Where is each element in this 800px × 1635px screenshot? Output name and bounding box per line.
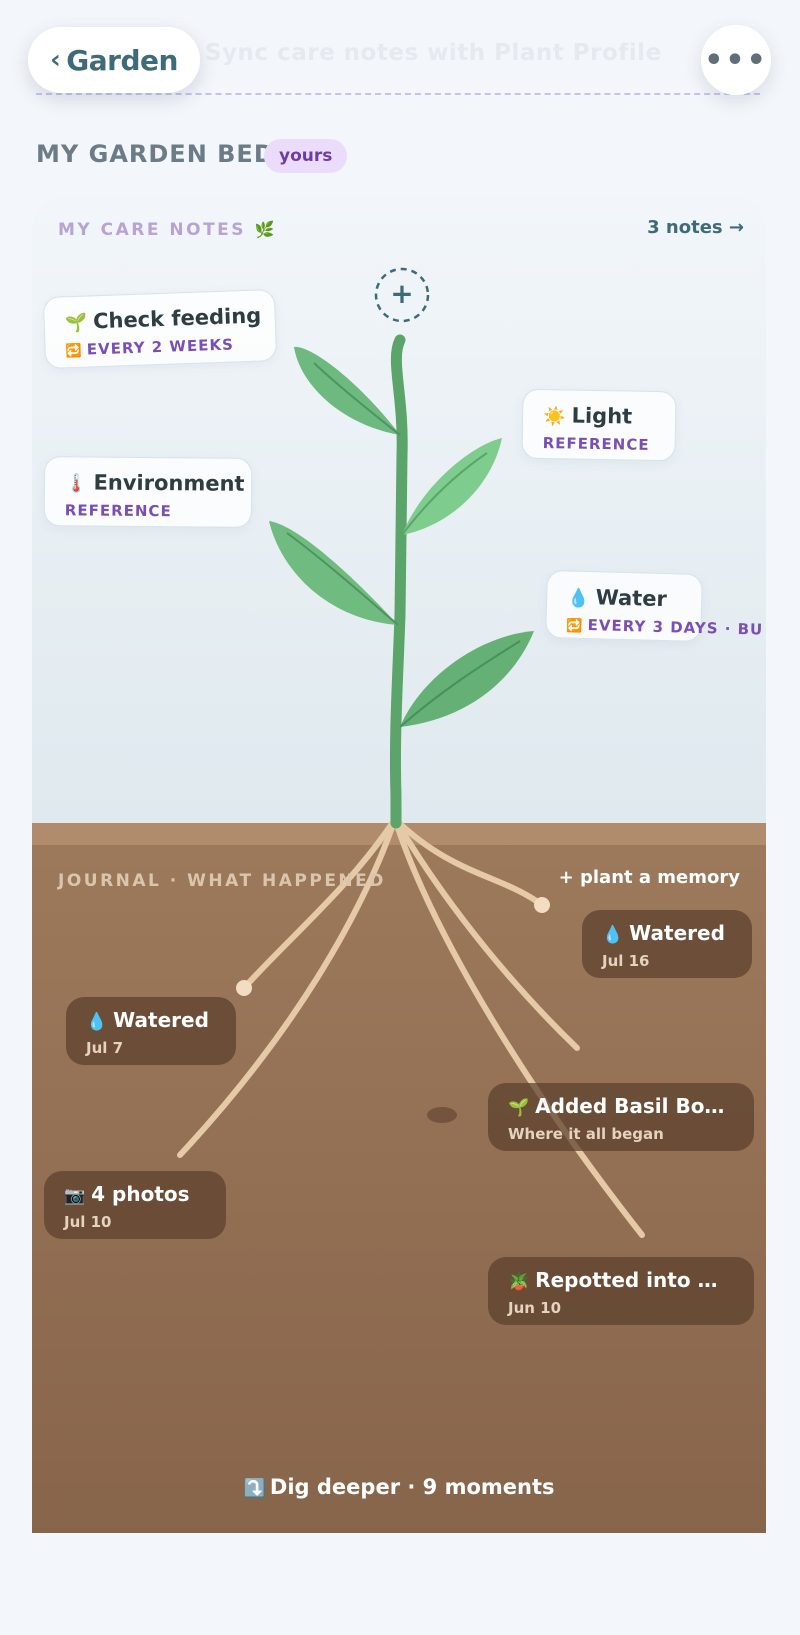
back-button-label: Garden xyxy=(66,43,178,77)
plus-icon: + xyxy=(390,276,414,310)
leaves xyxy=(269,346,534,728)
memory-watered-jul7[interactable]: 💧Watered Jul 7 xyxy=(66,997,236,1065)
sun-icon: ☀️ xyxy=(542,406,566,428)
plant-memory-button[interactable]: + plant a memory xyxy=(558,867,740,888)
all-notes-link[interactable]: 3 notes → xyxy=(647,217,744,238)
garden-bed-card: + MY CARE NOTES 🌿 3 notes → 🌱Check feedi… xyxy=(32,195,766,1533)
potted-plant-icon: 🪴 xyxy=(508,1272,530,1292)
root-node-jul16 xyxy=(534,897,550,913)
stem xyxy=(389,334,408,829)
ellipsis-icon: ••• xyxy=(704,42,768,78)
more-options-button[interactable]: ••• xyxy=(701,25,771,95)
pebble-decoration xyxy=(427,1107,457,1123)
camera-icon: 📷 xyxy=(64,1186,86,1206)
root-photos xyxy=(177,816,398,1158)
water-drop-icon: 💧 xyxy=(602,925,624,945)
care-notes-label: MY CARE NOTES 🌿 xyxy=(58,220,277,240)
care-note-environment[interactable]: 🌡️Environment REFERENCE xyxy=(43,456,253,528)
add-care-ring xyxy=(374,267,430,323)
add-care-note-button[interactable]: + xyxy=(374,265,430,321)
root-node-jul7 xyxy=(236,980,252,996)
seedling-icon: 🌱 xyxy=(64,312,88,335)
leaf-icon: 🌿 xyxy=(254,220,277,239)
repeat-icon: 🔁 xyxy=(566,618,584,634)
care-note-water[interactable]: 💧Water 🔁EVERY 3 DAYS · BU xyxy=(545,569,763,643)
faded-header-title: Sync care notes with Plant Profile xyxy=(205,40,662,66)
top-bar: Sync care notes with Plant Profile ‹ Gar… xyxy=(0,0,800,110)
chevron-left-icon: ‹ xyxy=(50,45,61,75)
dashed-divider xyxy=(36,93,760,95)
journal-label: JOURNAL · WHAT HAPPENED xyxy=(58,871,386,891)
care-note-check-feeding[interactable]: 🌱Check feeding 🔁EVERY 2 WEEKS xyxy=(42,288,278,370)
seedling-icon: 🌱 xyxy=(508,1098,530,1118)
memory-photos[interactable]: 📷4 photos Jul 10 xyxy=(44,1171,226,1239)
dig-deeper-button[interactable]: ⤵️Dig deeper · 9 moments xyxy=(243,1475,555,1499)
plant-illustration xyxy=(177,267,645,1238)
root-repotted xyxy=(392,816,645,1238)
root-watered-jul16 xyxy=(392,816,545,908)
back-to-garden-button[interactable]: ‹ Garden xyxy=(28,27,200,93)
root-watered-jul7 xyxy=(241,816,398,991)
repeat-icon: 🔁 xyxy=(65,343,84,360)
care-note-light[interactable]: ☀️Light REFERENCE xyxy=(521,388,677,462)
water-drop-icon: 💧 xyxy=(86,1012,108,1032)
thermometer-icon: 🌡️ xyxy=(64,473,88,495)
arrow-down-icon: ⤵️ xyxy=(243,1478,266,1499)
section-title: MY GARDEN BED xyxy=(36,140,275,168)
memory-repotted[interactable]: 🪴Repotted into … Jun 10 xyxy=(488,1257,754,1325)
roots xyxy=(177,816,645,1238)
water-drop-icon: 💧 xyxy=(566,587,590,610)
root-added-basil xyxy=(392,816,580,1051)
memory-watered-jul16[interactable]: 💧Watered Jul 16 xyxy=(582,910,752,978)
ownership-badge: yours xyxy=(264,139,348,173)
memory-added-basil[interactable]: 🌱Added Basil Bo… Where it all began xyxy=(488,1083,754,1151)
